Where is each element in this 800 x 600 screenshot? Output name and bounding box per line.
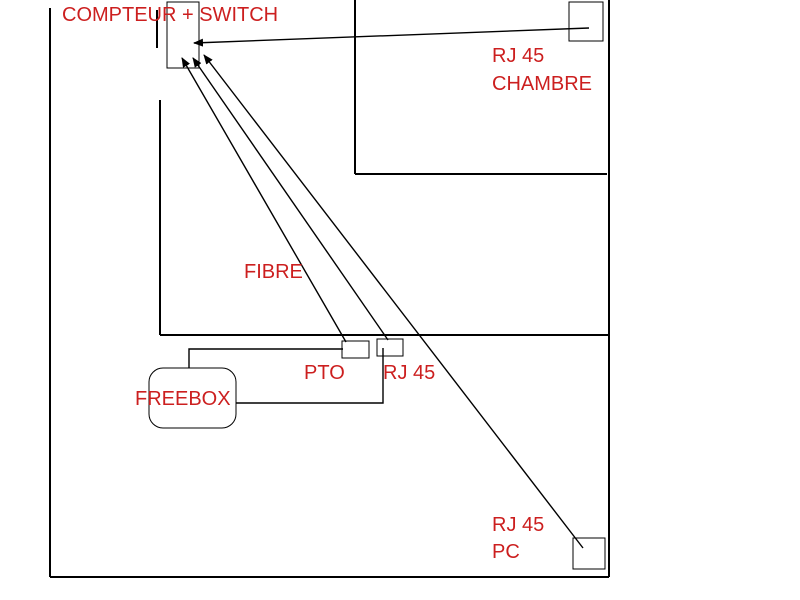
cable-freebox-to-rj45 bbox=[236, 348, 384, 404]
fibre-label: FIBRE bbox=[244, 261, 303, 283]
cable-pto-to-switch bbox=[181, 57, 347, 343]
rj45-chambre-socket bbox=[568, 1, 604, 42]
pto-label: PTO bbox=[304, 362, 345, 384]
rj45-salon-label: RJ 45 bbox=[383, 362, 435, 384]
cable-pc-to-switch bbox=[203, 54, 584, 549]
rj45-salon-socket bbox=[376, 338, 404, 357]
rj45-chambre-label-line2: CHAMBRE bbox=[492, 73, 592, 95]
cable-rj45-to-switch bbox=[192, 57, 389, 341]
freebox-device bbox=[148, 367, 237, 429]
cable-pto-to-freebox bbox=[188, 348, 343, 368]
freebox-label: FREEBOX bbox=[135, 388, 231, 410]
pto-socket bbox=[341, 340, 370, 359]
compteur-switch-box bbox=[166, 1, 200, 69]
rj45-pc-label-line1: RJ 45 bbox=[492, 514, 544, 536]
rj45-pc-label-line2: PC bbox=[492, 541, 520, 563]
cables bbox=[181, 27, 590, 549]
rj45-pc-socket bbox=[572, 537, 606, 570]
rj45-chambre-label-line1: RJ 45 bbox=[492, 45, 544, 67]
compteur-switch-label: COMPTEUR + SWITCH bbox=[62, 4, 278, 26]
cable-chambre-to-switch bbox=[193, 27, 590, 47]
